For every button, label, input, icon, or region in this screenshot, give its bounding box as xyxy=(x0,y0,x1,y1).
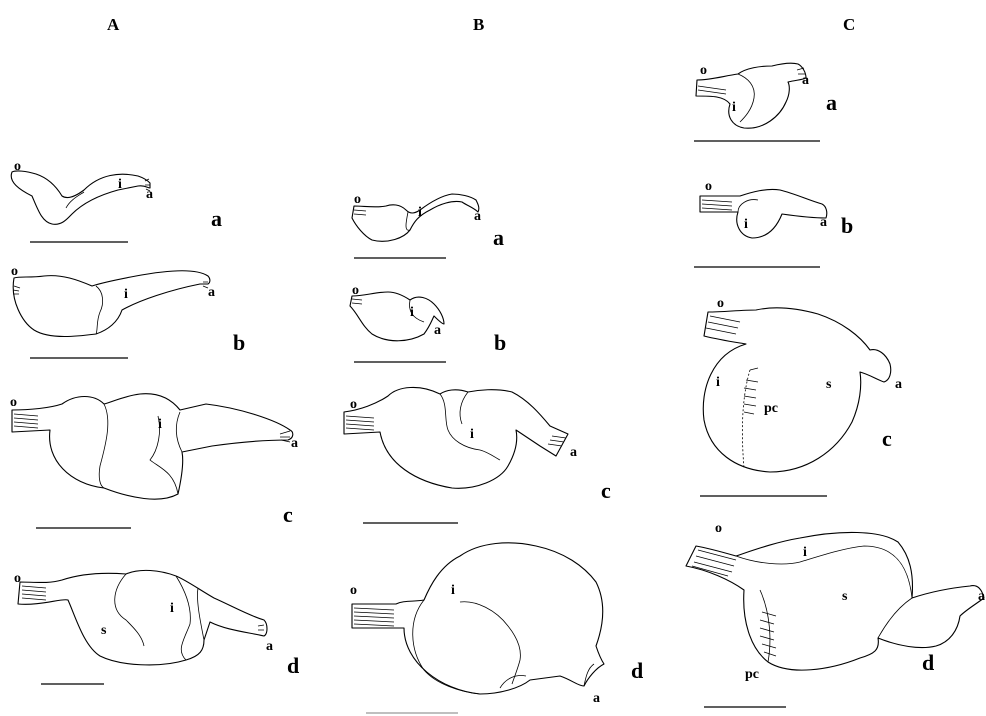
label-o: o xyxy=(350,583,357,598)
label-i: i xyxy=(716,375,720,390)
label-s: s xyxy=(826,377,832,392)
label-a: a xyxy=(434,323,441,338)
column-header-A: A xyxy=(107,15,120,34)
panel-letter: d xyxy=(922,650,934,675)
drawing-C-b: o i a xyxy=(700,179,827,238)
drawing-B-a: o i a xyxy=(352,192,481,241)
drawing-B-b: o i a xyxy=(350,283,444,341)
label-o: o xyxy=(715,521,722,536)
label-o: o xyxy=(705,179,712,194)
panel-letter: c xyxy=(882,426,892,451)
label-a: a xyxy=(978,589,985,604)
drawing-C-d: o i s pc a xyxy=(686,521,985,682)
drawing-A-b: o i a xyxy=(11,264,215,337)
label-o: o xyxy=(14,571,21,586)
label-a: a xyxy=(146,187,153,202)
drawing-B-c: o i a xyxy=(344,387,577,488)
label-i: i xyxy=(470,427,474,442)
label-i: i xyxy=(803,545,807,560)
label-a: a xyxy=(474,209,481,224)
drawing-B-d: o i a xyxy=(350,543,604,706)
label-s: s xyxy=(101,623,107,638)
panel-letter: c xyxy=(601,478,611,503)
panel-letter: b xyxy=(841,213,853,238)
column-header-B: B xyxy=(473,15,484,34)
label-a: a xyxy=(895,377,902,392)
label-a: a xyxy=(266,639,273,654)
label-a: a xyxy=(802,73,809,88)
label-a: a xyxy=(593,691,600,706)
label-i: i xyxy=(124,287,128,302)
label-o: o xyxy=(352,283,359,298)
label-a: a xyxy=(291,436,298,451)
label-o: o xyxy=(14,159,21,174)
label-i: i xyxy=(418,205,422,220)
label-a: a xyxy=(570,445,577,460)
label-i: i xyxy=(744,217,748,232)
label-i: i xyxy=(732,100,736,115)
label-o: o xyxy=(11,264,18,279)
panel-letter: c xyxy=(283,502,293,527)
label-i: i xyxy=(170,601,174,616)
drawing-A-c: o i a xyxy=(10,394,298,499)
label-i: i xyxy=(451,583,455,598)
drawing-A-a: o i a xyxy=(11,159,153,224)
label-pc: pc xyxy=(764,401,778,416)
label-o: o xyxy=(354,192,361,207)
label-pc: pc xyxy=(745,667,759,682)
label-o: o xyxy=(350,397,357,412)
panel-letter: b xyxy=(494,330,506,355)
drawing-C-a: o i a xyxy=(696,63,809,128)
label-i: i xyxy=(410,305,414,320)
label-s: s xyxy=(842,589,848,604)
label-i: i xyxy=(118,177,122,192)
panel-letter: d xyxy=(287,653,299,678)
panel-letter: a xyxy=(211,206,222,231)
column-header-C: C xyxy=(843,15,855,34)
label-o: o xyxy=(717,296,724,311)
label-o: o xyxy=(10,395,17,410)
drawing-C-c: o i pc s a xyxy=(703,296,902,472)
label-o: o xyxy=(700,63,707,78)
label-a: a xyxy=(208,285,215,300)
panel-letter: b xyxy=(233,330,245,355)
panel-letter: d xyxy=(631,658,643,683)
label-a: a xyxy=(820,215,827,230)
panel-letter: a xyxy=(493,225,504,250)
panel-letter: a xyxy=(826,90,837,115)
drawing-A-d: o s i a xyxy=(14,570,273,665)
label-i: i xyxy=(158,417,162,432)
